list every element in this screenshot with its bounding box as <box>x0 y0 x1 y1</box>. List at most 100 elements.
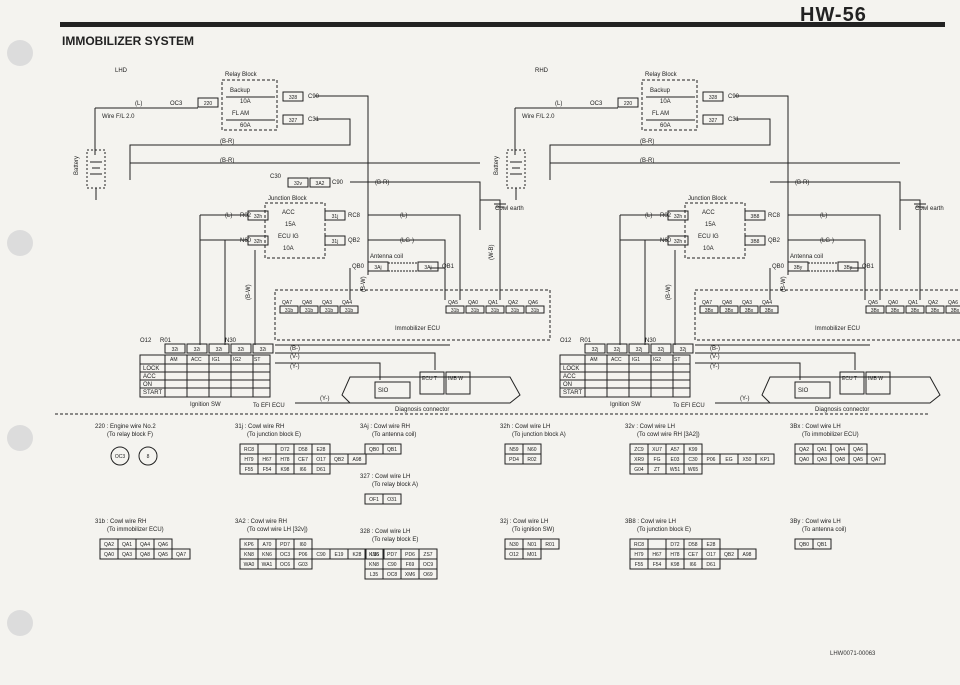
connector-code: QB2 <box>348 238 361 244</box>
ecu-pin <box>505 305 525 314</box>
ecu-pin <box>905 305 925 314</box>
connector-view-title: 3B8 : Cowl wire LH <box>625 519 676 525</box>
connector-pin-label: G03 <box>298 562 308 568</box>
connector-code: N30 <box>225 338 237 344</box>
connector-pin-label: QB2 <box>334 457 344 463</box>
connector-ign <box>606 343 628 354</box>
ign-row-label: START <box>563 390 582 396</box>
connector-327-label: 327 <box>289 118 298 124</box>
connector-pin-label: OC3 <box>115 454 126 460</box>
diag-pin <box>865 371 891 395</box>
fuse-60a-label: 60A <box>660 123 671 129</box>
connector-pin-label: QA0 <box>799 457 809 463</box>
ecu-ig-fuse-label: ECU IG <box>278 234 299 240</box>
connector-code: C90 <box>332 180 344 186</box>
connector-pin-label: D72 <box>670 542 679 548</box>
wire-y <box>275 362 381 380</box>
ecu-pin-code: 3Bx <box>725 308 734 314</box>
to-efi-ecu-label: To EFI ECU <box>673 403 705 409</box>
connector-pin-label: WA1 <box>262 562 273 568</box>
connector-pin <box>418 568 438 580</box>
wire-acc <box>368 214 461 300</box>
ign-col-label: IG2 <box>233 357 241 363</box>
ecu-pin-code: 31b <box>511 308 520 314</box>
ecu-pin-code: 3Bx <box>871 308 880 314</box>
section-title: IMMOBILIZER SYSTEM <box>62 34 194 48</box>
connector-pin-label: QA5 <box>158 552 168 558</box>
connector-pin-label: PD6 <box>405 552 415 558</box>
wire-color-label: (B-W) <box>666 284 672 300</box>
connector-pin-label: L35 <box>371 552 380 558</box>
connector-pin <box>138 446 158 466</box>
connector-view-title: 32j : Cowl wire LH <box>500 519 548 525</box>
wire-color-label: (V-) <box>290 354 300 360</box>
wire-color-label: (B-) <box>290 346 300 352</box>
ecu-pin-label: QA7 <box>282 300 292 306</box>
wire-acc <box>788 214 881 300</box>
connector-pin-label: QB0 <box>369 447 379 453</box>
connector-code: C31 <box>308 117 320 123</box>
ign-col-label: ACC <box>611 357 622 363</box>
connector-ign-label: 32i <box>172 347 179 353</box>
connector-code: R02 <box>240 213 252 219</box>
connector-pin <box>647 538 667 550</box>
connector-pin <box>347 453 367 465</box>
connector-31j <box>744 235 766 246</box>
connector-pin-label: XU7 <box>652 447 662 453</box>
ign-row-label: LOCK <box>563 366 579 372</box>
connector-pin-label: N01 <box>527 542 536 548</box>
connector-31j-label: 31j <box>332 239 339 245</box>
wire-color-label: (Y-) <box>320 396 329 402</box>
connector-ign-label: 32i <box>260 347 267 353</box>
connector-pin-label: XR9 <box>634 457 644 463</box>
connector-pin-label: W65 <box>688 467 699 473</box>
ign-col-label: ST <box>254 357 260 363</box>
ecu-pin-label: QA4 <box>762 300 772 306</box>
connector-code: N60 <box>240 238 252 244</box>
connector-view-subtitle: (To immobilizer ECU) <box>802 432 859 438</box>
wire-color-label: (Y-) <box>290 364 299 370</box>
wire-328 <box>735 95 789 275</box>
fuse-15a-label: 15A <box>285 222 296 228</box>
connector-ign-label: 32i <box>194 347 201 353</box>
connector-pin-label: O31 <box>387 497 397 503</box>
connector-pin-label: N30 <box>509 542 518 548</box>
connector-pin-label: QB1 <box>387 447 397 453</box>
connector-pin-label: RC8 <box>244 447 254 453</box>
diag-pin-label: IMB W <box>868 376 883 382</box>
connector-ign <box>584 343 606 354</box>
connector-code: N60 <box>660 238 672 244</box>
connector-pin-label: W51 <box>670 467 681 473</box>
connector-pin <box>293 558 313 570</box>
wire-color-label: (L) <box>225 213 232 219</box>
connector-view-title: 3A2 : Cowl wire RH <box>235 519 287 525</box>
connector-view-title: 32v : Cowl wire LH <box>625 424 675 430</box>
connector-pin <box>522 453 542 465</box>
connector-pin-label: K99 <box>689 447 698 453</box>
connector-pin-label: QB2 <box>724 552 734 558</box>
wire-color-label: (L) <box>400 213 407 219</box>
ecu-pin-label: QA6 <box>948 300 958 306</box>
connector-ign <box>186 343 208 354</box>
ecu-pin-label: QA0 <box>888 300 898 306</box>
connector-pin-label: A98 <box>353 457 362 463</box>
wire-br <box>770 181 901 230</box>
connector-pin-label: O12 <box>509 552 519 558</box>
diagnosis-connector-label: Diagnosis connector <box>815 407 869 413</box>
connector-code: RC8 <box>348 213 361 219</box>
connector-220-label: 220 <box>204 101 213 107</box>
ecu-pin-code: 31b <box>285 308 294 314</box>
connector-328 <box>282 91 304 102</box>
diag-pin-label: SIO <box>378 388 389 394</box>
ecu-pin-label: QA2 <box>928 300 938 306</box>
connector-code: R01 <box>580 338 592 344</box>
wire-color-label: (B-W) <box>246 284 252 300</box>
connector-31j <box>324 210 346 221</box>
ecu-pin <box>945 305 960 314</box>
ecu-pin-label: QA6 <box>528 300 538 306</box>
connector-32h-label: 32h <box>674 214 683 220</box>
diagnosis-connector <box>341 376 521 404</box>
wire-earth <box>900 199 921 300</box>
ecu-ig-fuse-label: ECU IG <box>698 234 719 240</box>
connector-31j-label: 31j <box>332 214 339 220</box>
